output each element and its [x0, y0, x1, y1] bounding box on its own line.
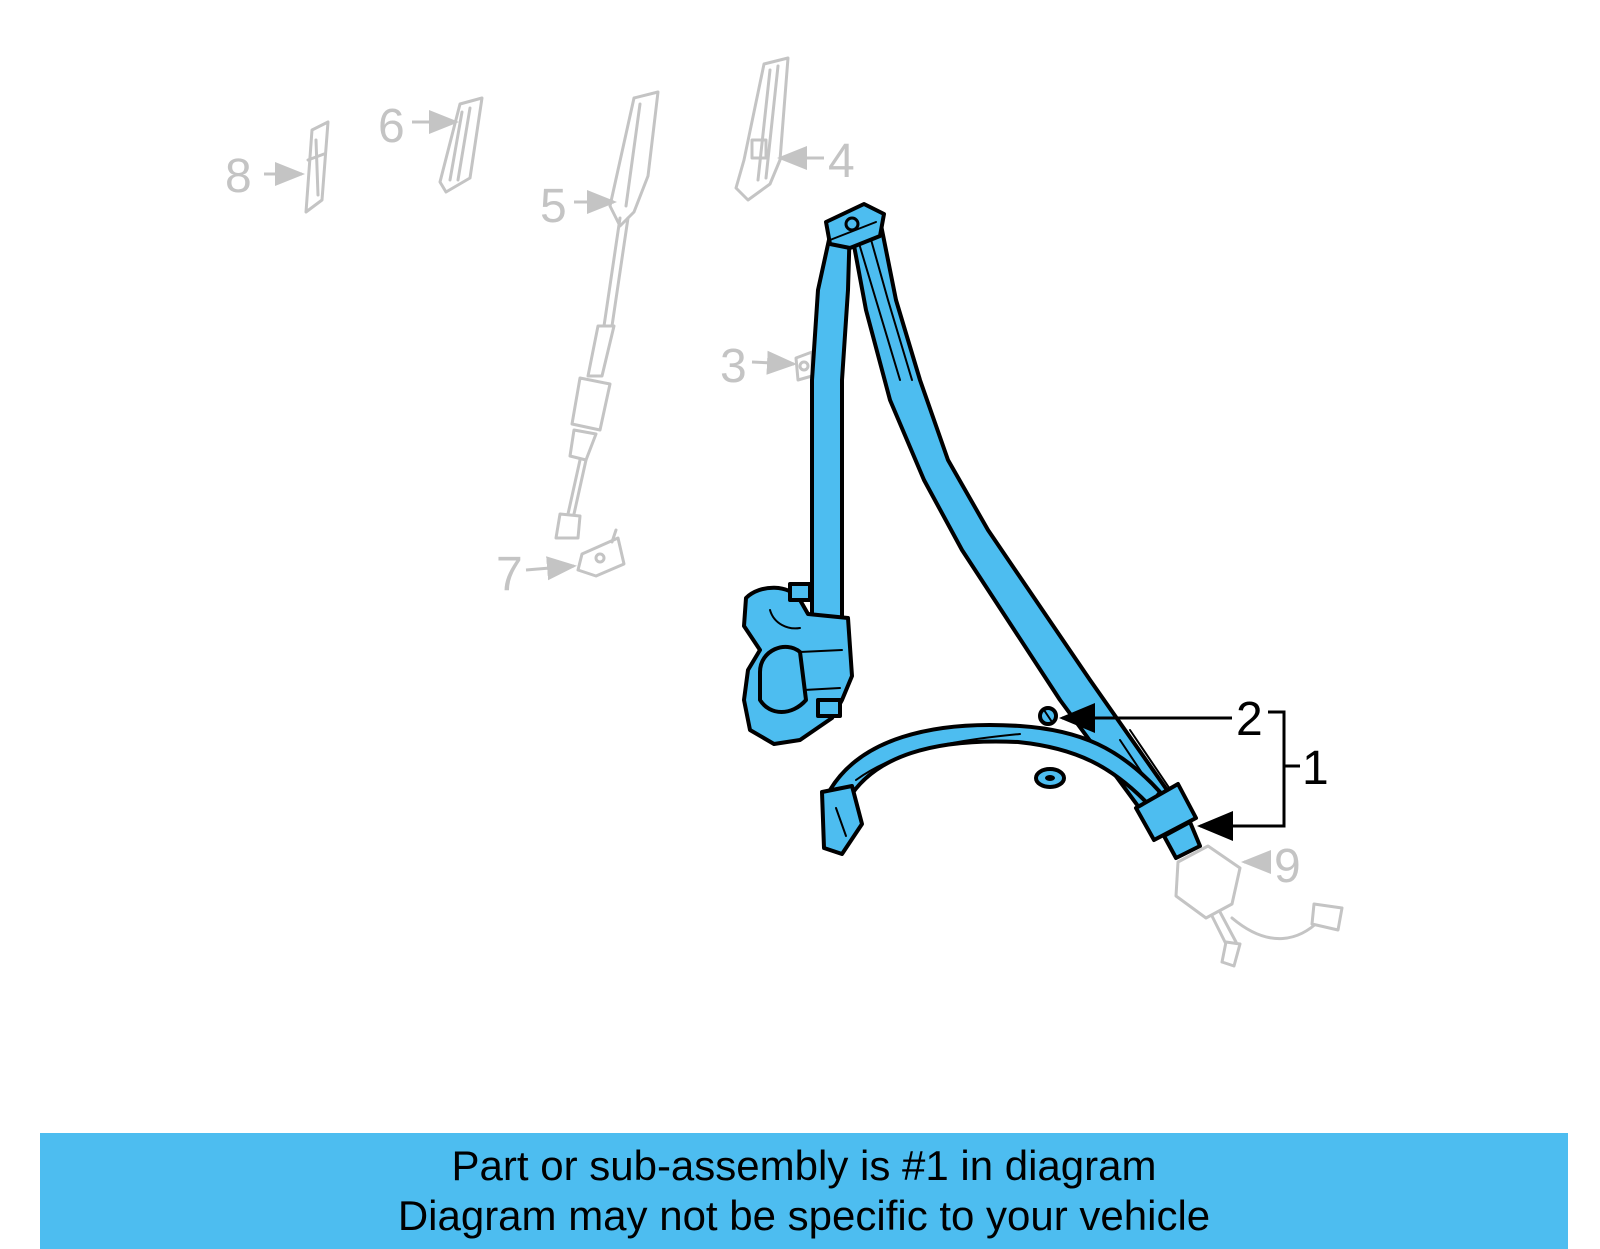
- part-1-seat-belt-assembly: [742, 202, 1202, 860]
- belt-vertical-webbing: [810, 220, 852, 682]
- callout-7-leader: [525, 556, 577, 581]
- callout-8-label: 8: [225, 150, 252, 203]
- callout-4-label: 4: [828, 135, 855, 188]
- part-6-cover: [438, 96, 484, 194]
- belt-tongue-plate: [1134, 782, 1198, 842]
- callout-1-bracket: [1197, 710, 1286, 841]
- part-3-clip: [794, 350, 814, 382]
- banner-line-2: Diagram may not be specific to your vehi…: [397, 1192, 1211, 1239]
- callout-3-label: 3: [720, 340, 747, 393]
- callout-9-label: 9: [1274, 840, 1301, 893]
- callout-6-label: 6: [378, 100, 405, 153]
- part-7-bracket: [576, 528, 626, 578]
- banner-line-1: Part or sub-assembly is #1 in diagram: [451, 1142, 1157, 1189]
- callout-5-label: 5: [540, 180, 567, 233]
- belt-anchor-plate: [820, 784, 864, 856]
- part-5-height-adjuster: [554, 90, 660, 540]
- callout-3-leader: [751, 350, 797, 375]
- callout-7-label: 7: [496, 548, 523, 601]
- callout-2-label: 2: [1236, 693, 1263, 746]
- part-2-bolt: [1038, 706, 1058, 726]
- info-banner: Part or sub-assembly is #1 in diagram Di…: [40, 1133, 1568, 1249]
- part-8-trim-strip: [304, 120, 330, 214]
- callout-1-label: 1: [1302, 742, 1329, 795]
- part-9-buckle: [1174, 844, 1344, 968]
- part-4-pillar-cover: [734, 56, 790, 202]
